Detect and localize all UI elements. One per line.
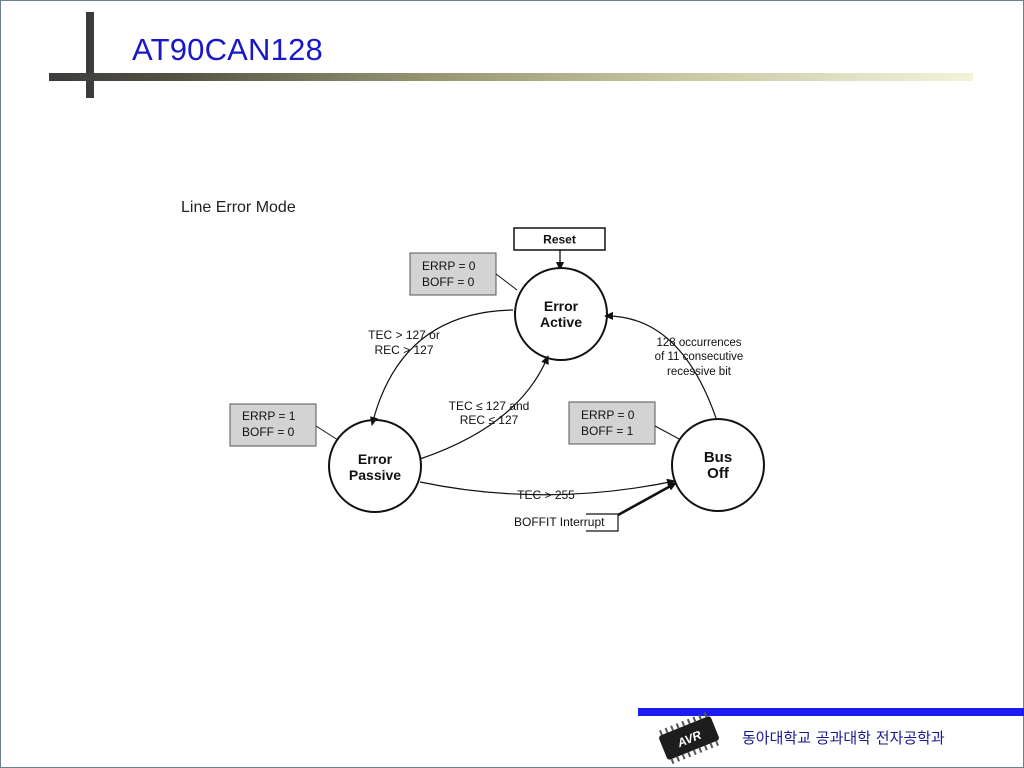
flag-box-active: ERRP = 0 BOFF = 0 (409, 252, 497, 296)
label-active-to-passive-line1: TEC > 127 or (368, 328, 440, 342)
reset-label: Reset (543, 233, 576, 247)
flag-box-passive: ERRP = 1 BOFF = 0 (229, 403, 317, 447)
flag-passive-connector (315, 425, 339, 441)
flag-busoff-errp: ERRP = 0 (581, 408, 635, 422)
reset-box: Reset (513, 227, 606, 251)
boffit-arrow (617, 481, 677, 517)
label-busoff-to-active-line1: 128 occurrences (656, 337, 741, 349)
slide-title: AT90CAN128 (132, 32, 323, 67)
state-error-passive-line2: Passive (349, 467, 401, 483)
label-busoff-to-active-line3: recessive bit (667, 366, 732, 378)
label-active-to-passive-line2: REC > 127 (374, 343, 433, 357)
state-error-passive: Error Passive (328, 419, 422, 513)
transition-passive-to-active (419, 355, 549, 460)
flag-passive-boff: BOFF = 0 (242, 425, 295, 439)
boffit-bracket (586, 513, 619, 532)
state-bus-off: Bus Off (671, 418, 765, 512)
state-bus-off-line2: Off (707, 465, 730, 482)
flag-busoff-boff: BOFF = 1 (581, 424, 634, 438)
footer-bar (638, 708, 1024, 716)
diagram-heading: Line Error Mode (181, 199, 296, 216)
title-accent-vertical (86, 12, 94, 98)
label-busoff-to-active-line2: of 11 consecutive (655, 351, 744, 363)
label-passive-to-active-line2: REC ≤ 127 (460, 413, 519, 427)
footer-university: 동아대학교 공과대학 전자공학과 (742, 729, 945, 747)
state-error-passive-line1: Error (358, 451, 393, 467)
label-passive-to-active-line1: TEC ≤ 127 and (449, 399, 530, 413)
state-error-active: Error Active (514, 267, 608, 361)
flag-passive-errp: ERRP = 1 (242, 409, 296, 423)
flag-active-boff: BOFF = 0 (422, 275, 475, 289)
title-accent-horizontal (49, 73, 973, 81)
state-error-active-line1: Error (544, 298, 579, 314)
flag-busoff-connector (654, 425, 682, 441)
avr-chip-logo: AVR (659, 712, 719, 764)
flag-box-busoff: ERRP = 0 BOFF = 1 (568, 401, 656, 445)
state-bus-off-line1: Bus (704, 449, 732, 466)
flag-active-connector (495, 273, 518, 291)
flag-active-errp: ERRP = 0 (422, 259, 476, 273)
label-boffit-interrupt: BOFFIT Interrupt (514, 515, 605, 529)
transition-active-to-passive (370, 309, 514, 426)
transition-passive-to-busoff (419, 478, 676, 496)
state-error-active-line2: Active (540, 314, 582, 330)
label-passive-to-busoff: TEC > 255 (517, 488, 575, 502)
transition-busoff-to-active (604, 311, 717, 419)
